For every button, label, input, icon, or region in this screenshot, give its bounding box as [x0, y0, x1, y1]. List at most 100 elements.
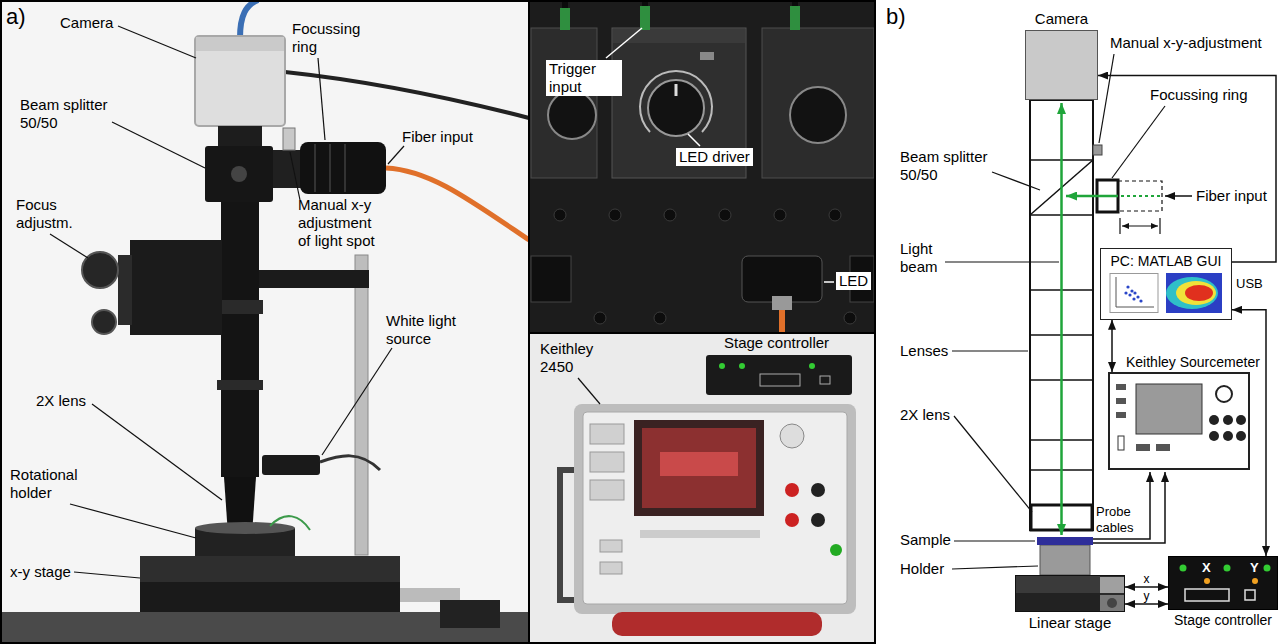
microscope-schematic: [1066, 195, 1118, 198]
ctrl-drawing: [1252, 578, 1258, 584]
pc-drawing: [1166, 277, 1218, 309]
led-driver-photo: [719, 209, 731, 221]
microscope-schematic: [1093, 472, 1165, 543]
keithley-drawing: [1136, 444, 1150, 451]
instrument-photo: [530, 334, 875, 644]
callout-label: Stage controller: [724, 334, 829, 352]
keithley-drawing: [1116, 412, 1126, 418]
led-driver-photo: [772, 296, 792, 310]
led-driver-photo: [790, 87, 846, 143]
instrument-photo: [530, 334, 875, 644]
leader-line: [952, 350, 1028, 351]
microscope-photo: [217, 380, 263, 390]
node-label: Camera: [1035, 10, 1088, 28]
led-driver-photo: [640, 71, 712, 132]
connector: [1111, 320, 1113, 372]
microscope-schematic: [1165, 195, 1192, 197]
callout-label: Keithley 2450: [540, 340, 615, 376]
callout-label: Focus adjustm.: [16, 196, 86, 232]
linstage-drawing: [1016, 576, 1124, 611]
linstage-drawing: [1016, 593, 1100, 611]
microscope-photo: [270, 516, 310, 530]
ctrl-drawing: [1204, 578, 1210, 584]
callout-label: Trigger input: [546, 60, 622, 96]
microscope-photo: [329, 144, 331, 192]
callout-label: Fiber input: [1196, 187, 1267, 205]
instrument-photo: [574, 404, 856, 614]
microscope-photo: [240, 0, 258, 38]
callout-label: LED: [836, 272, 871, 290]
microscope-photo: [283, 128, 295, 150]
instrument-photo: [811, 513, 825, 527]
led-driver-photo: [742, 256, 822, 302]
led-driver-photo: [531, 28, 597, 178]
leader-line: [952, 566, 1038, 569]
instrument-photo: [590, 452, 624, 472]
connector: [1125, 603, 1168, 605]
stage-controller: Stage controllerXY: [1168, 556, 1278, 610]
leader-line: [322, 348, 392, 455]
leader-line: [92, 404, 222, 500]
microscope-schematic: [1118, 181, 1162, 211]
callout-label: Fiber input: [402, 128, 473, 146]
leader-line: [290, 152, 300, 200]
led-driver-photo: [774, 209, 786, 221]
microscope-photo: [273, 150, 303, 188]
keithley-drawing: [1236, 431, 1246, 441]
microscope-photo: [314, 144, 316, 192]
instrument-photo: [600, 562, 622, 574]
callout-label: Lenses: [900, 342, 948, 360]
panel-frame: [1, 0, 875, 644]
instrument-photo: [809, 363, 815, 369]
microscope-photo: [300, 142, 386, 194]
keithley-drawing: [1156, 444, 1170, 451]
callout-label: Manual x-y-adjustment: [1110, 34, 1262, 52]
microscope-photo: [259, 270, 369, 288]
panel-frame: [1, 1, 875, 643]
leader-line: [992, 172, 1040, 190]
pc-drawing: [1116, 306, 1154, 307]
instrument-photo: [785, 483, 799, 497]
microscope-photo: [195, 522, 295, 534]
pc-drawing: [1136, 295, 1139, 298]
instrument-photo: [830, 544, 842, 556]
led-driver-photo: [554, 209, 566, 221]
instrument-photo: [612, 612, 822, 636]
ctrl-drawing: [1264, 565, 1271, 572]
pc-drawing: [1185, 285, 1213, 301]
leader-line: [388, 146, 404, 164]
callout-label: White light source: [386, 312, 476, 348]
leader-line: [606, 28, 834, 282]
instrument-photo: [634, 420, 764, 516]
microscope-photo: [196, 37, 284, 51]
keithley-drawing: [1223, 431, 1233, 441]
microscope-photo: [231, 166, 247, 182]
pc-drawing: [1124, 291, 1127, 294]
leader-line: [1099, 54, 1114, 143]
callout-label: Focussing ring: [292, 20, 372, 56]
callout-label: Light beam: [900, 240, 955, 276]
callout-label: USB: [1236, 276, 1263, 292]
camera-box: Camera: [1025, 30, 1098, 100]
pc-drawing: [1116, 277, 1117, 307]
led-driver-photo: [675, 84, 678, 96]
leader-line: [945, 261, 1059, 262]
microscope-photo: [218, 126, 262, 146]
led-driver-photo: [829, 209, 841, 221]
microscope-photo: [400, 588, 460, 602]
microscope-photo: [221, 202, 259, 477]
leader-line: [954, 416, 1032, 512]
microscope-photo: [355, 255, 368, 555]
led-driver-photo: [790, 6, 800, 30]
keithley-drawing: [1136, 384, 1202, 434]
callout-label: 2X lens: [36, 392, 86, 410]
instrument-photo: [600, 540, 622, 552]
node-label: PC: MATLAB GUI: [1107, 253, 1225, 270]
callout-label: Holder: [900, 560, 944, 578]
callout-label: Beam splitter 50/50: [900, 148, 1000, 184]
callout-label: Camera: [60, 14, 113, 32]
pc-drawing: [1166, 273, 1222, 313]
instrument-photo: [760, 374, 800, 386]
callout-label: Focussing ring: [1150, 86, 1248, 104]
